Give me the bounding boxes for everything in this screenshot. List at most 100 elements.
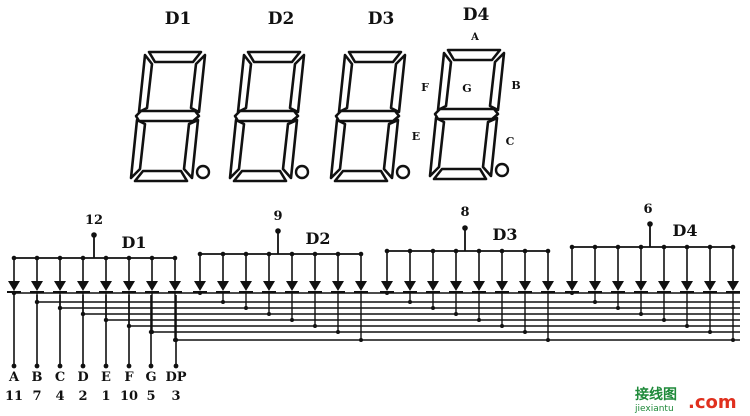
diode-3 <box>240 281 252 291</box>
bus-tap-8 <box>546 338 550 342</box>
diode-8 <box>355 281 367 291</box>
segment-g <box>433 107 500 121</box>
bus-tap-5 <box>104 318 108 322</box>
pin-terminal-1 <box>11 363 17 369</box>
rail-junction-5 <box>476 248 482 254</box>
segment-e <box>428 116 446 178</box>
bus-tap-8 <box>359 338 363 342</box>
output-label-e: E <box>101 370 111 385</box>
segment-a <box>347 50 403 64</box>
watermark-domain: jiexiantu <box>634 404 674 414</box>
digit-title-d4: D4 <box>463 5 490 25</box>
segment-label-c: C <box>506 135 515 148</box>
segment-f <box>137 53 154 114</box>
bus-tap-5 <box>477 318 481 322</box>
pin-terminal-8 <box>173 363 179 369</box>
decimal-point <box>395 164 411 180</box>
diode-3 <box>427 281 439 291</box>
pin-number-f: 10 <box>120 389 138 404</box>
pin-terminal-2 <box>34 363 40 369</box>
diode-8 <box>727 281 739 291</box>
segment-f <box>337 53 354 114</box>
bus-tap-3 <box>616 306 620 310</box>
segment-c <box>182 118 200 180</box>
diode-6 <box>123 281 135 291</box>
rail-junction-4 <box>266 251 272 257</box>
four-digit-display <box>129 48 510 183</box>
rail-junction-5 <box>103 255 109 261</box>
diode-1 <box>566 281 578 291</box>
group-label-d2: D2 <box>305 229 330 248</box>
diode-4 <box>263 281 275 291</box>
bus-tap-2 <box>408 300 412 304</box>
bus-tap-6 <box>127 324 131 328</box>
diode-7 <box>332 281 344 291</box>
diode-1 <box>194 281 206 291</box>
rail-junction-6 <box>312 251 318 257</box>
diode-2 <box>217 281 229 291</box>
rail-junction-8 <box>545 248 551 254</box>
rail-junction-4 <box>638 244 644 250</box>
common-pin-d2: 9 <box>273 209 282 224</box>
pin-terminal-5 <box>103 363 109 369</box>
diode-7 <box>146 281 158 291</box>
output-label-a: A <box>8 370 20 385</box>
bus-tap-2 <box>221 300 225 304</box>
digit-4 <box>428 48 510 181</box>
diode-5 <box>658 281 670 291</box>
rail-junction-6 <box>126 255 132 261</box>
pin-number-d: 2 <box>78 389 87 404</box>
watermark-brand: 接线图 <box>635 386 677 403</box>
output-label-d: D <box>77 370 88 385</box>
segment-f <box>236 53 253 114</box>
digit-title-d3: D3 <box>368 9 395 29</box>
rail-junction-1 <box>197 251 203 257</box>
diode-group-3 <box>380 225 555 342</box>
pin-terminal-6 <box>126 363 132 369</box>
bus-tap-4 <box>639 312 643 316</box>
diode-3 <box>54 281 66 291</box>
bus-tap-6 <box>685 324 689 328</box>
diode-6 <box>681 281 693 291</box>
segment-d <box>133 169 189 183</box>
segment-g <box>334 109 401 123</box>
bus-tap-7 <box>336 330 340 334</box>
rail-junction-2 <box>407 248 413 254</box>
segment-c <box>281 118 299 180</box>
output-label-g: G <box>145 370 156 385</box>
rail-junction-7 <box>522 248 528 254</box>
bus-tap-7 <box>708 330 712 334</box>
rail-junction-6 <box>684 244 690 250</box>
diode-2 <box>404 281 416 291</box>
pin-number-b: 7 <box>32 389 41 404</box>
bus-tap-2 <box>593 300 597 304</box>
rail-junction-7 <box>149 255 155 261</box>
output-label-dp: DP <box>165 370 186 385</box>
rail-junction-8 <box>358 251 364 257</box>
segment-b <box>389 53 407 114</box>
digit-1 <box>129 50 211 183</box>
diode-5 <box>286 281 298 291</box>
diode-8 <box>542 281 554 291</box>
segment-a <box>446 48 502 62</box>
diode-5 <box>100 281 112 291</box>
pin-terminal-7 <box>148 363 154 369</box>
bus-tap-1 <box>570 291 574 295</box>
rail-junction-6 <box>499 248 505 254</box>
segment-a <box>246 50 302 64</box>
common-terminal <box>647 221 653 227</box>
pin-number-c: 4 <box>55 389 64 404</box>
rail-junction-7 <box>707 244 713 250</box>
diode-group-4 <box>565 221 740 342</box>
decimal-point <box>494 162 510 178</box>
segment-d <box>432 167 488 181</box>
segment-d <box>232 169 288 183</box>
common-pin-d3: 8 <box>460 205 469 220</box>
bus-tap-2 <box>35 300 39 304</box>
rail-junction-2 <box>220 251 226 257</box>
segment-c <box>481 116 499 178</box>
segment-label-b: B <box>511 79 520 92</box>
diode-2 <box>589 281 601 291</box>
output-label-b: B <box>32 370 43 385</box>
